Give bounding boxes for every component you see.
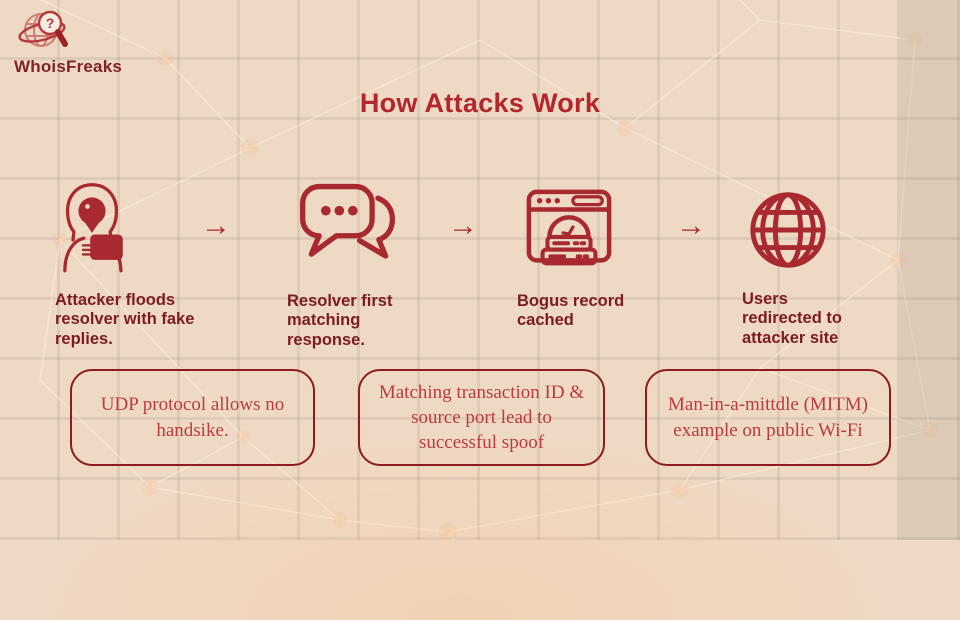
note-box-transaction-id: Matching transaction ID & source port le… bbox=[358, 369, 605, 466]
right-shade-strip bbox=[900, 0, 960, 540]
note-text: Matching transaction ID & source port le… bbox=[378, 381, 585, 454]
browser-cache-server-icon bbox=[524, 186, 614, 278]
svg-text:?: ? bbox=[46, 15, 55, 31]
step-caption: Resolver first matching response. bbox=[287, 292, 393, 349]
flow-arrow-icon: → bbox=[448, 209, 478, 242]
globe-magnifier-question-icon: ? bbox=[18, 10, 68, 47]
note-box-mitm: Man-in-a-mittdle (MITM) example on publi… bbox=[645, 369, 891, 466]
note-text: UDP protocol allows no handsike. bbox=[100, 394, 285, 441]
step-caption: Attacker floods resolver with fake repli… bbox=[55, 291, 195, 348]
brand-name: WhoisFreaks bbox=[14, 57, 123, 76]
flow-arrow-icon: → bbox=[676, 209, 706, 242]
page-title: How Attacks Work bbox=[359, 88, 601, 118]
step-caption: Users redirected to attacker site bbox=[742, 290, 842, 347]
flow-arrow-icon: → bbox=[201, 209, 231, 242]
whoisfreaks-logo: ? WhoisFreaks bbox=[14, 6, 124, 77]
note-text: Man-in-a-mittdle (MITM) example on publi… bbox=[668, 394, 868, 441]
globe-icon bbox=[747, 189, 829, 271]
note-box-udp: UDP protocol allows no handsike. bbox=[70, 369, 315, 466]
hooded-attacker-laptop-icon bbox=[54, 179, 130, 281]
chat-bubbles-icon bbox=[294, 180, 402, 278]
step-caption: Bogus record cached bbox=[517, 292, 625, 330]
